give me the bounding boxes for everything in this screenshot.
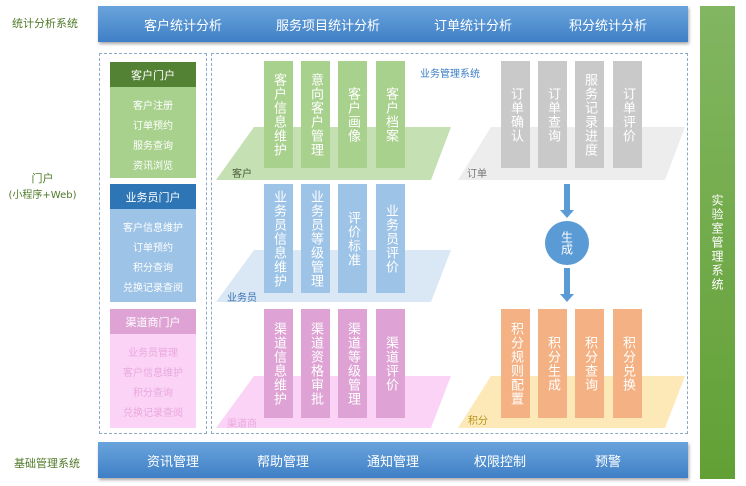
lab-system-bar: 实验室管理系统 (700, 6, 735, 479)
module-pillar[interactable]: 客户画像 (338, 61, 367, 168)
module-pillar[interactable]: 评价标准 (338, 184, 367, 293)
module-pillar[interactable]: 订单评价 (613, 61, 642, 168)
portal-title: 门户 (31, 172, 54, 185)
module-pillar[interactable]: 服务记录进度 (575, 61, 604, 168)
module-pillar[interactable]: 业务员信息维护 (264, 184, 293, 293)
portal-item[interactable]: 服务查询 (133, 141, 173, 152)
portal-item[interactable]: 兑换记录查阅 (123, 283, 183, 294)
flow-arrow-bottom-shaft (564, 268, 570, 294)
portal-container (99, 53, 207, 434)
flow-arrow-bottom-head (560, 294, 574, 302)
base-item[interactable]: 权限控制 (473, 454, 526, 470)
base-item[interactable]: 预警 (594, 454, 621, 470)
customer-layer-label: 客户 (232, 169, 252, 180)
staff-layer-label: 业务员 (227, 293, 257, 304)
module-pillar[interactable]: 渠道信息维护 (264, 309, 293, 418)
base-item[interactable]: 通知管理 (366, 454, 419, 470)
portal-item[interactable]: 订单预约 (133, 121, 173, 132)
stats-item[interactable]: 客户统计分析 (143, 18, 222, 34)
stats-bar: 客户统计分析 服务项目统计分析 订单统计分析 积分统计分析 (98, 6, 688, 42)
module-pillar[interactable]: 渠道评价 (376, 309, 405, 418)
portal-item[interactable]: 积分查询 (133, 388, 173, 399)
portal-item[interactable]: 客户信息维护 (123, 223, 183, 234)
channel-portal-title: 渠道商门户 (110, 309, 196, 334)
stats-system-label: 统计分析系统 (12, 17, 78, 30)
customer-portal: 客户门户 客户注册 订单预约 服务查询 资讯浏览 (110, 62, 196, 178)
module-pillar[interactable]: 订单查询 (538, 61, 567, 168)
base-item[interactable]: 资讯管理 (146, 454, 199, 470)
module-pillar[interactable]: 意向客户管理 (301, 61, 330, 168)
business-system-title: 业务管理系统 (420, 69, 480, 80)
module-pillar[interactable]: 业务员等级管理 (301, 184, 330, 293)
staff-portal-title: 业务员门户 (110, 184, 196, 209)
channel-portal: 渠道商门户 业务员管理 客户信息维护 积分查询 兑换记录查阅 (110, 309, 196, 428)
lab-system-label: 实验室管理系统 (710, 193, 724, 292)
base-item[interactable]: 帮助管理 (256, 454, 309, 470)
channel-layer-label: 渠道商 (227, 419, 257, 430)
flow-arrow-top-head (560, 210, 574, 218)
order-layer-label: 订单 (467, 169, 487, 180)
module-pillar[interactable]: 积分兑换 (613, 309, 642, 418)
portal-item[interactable]: 订单预约 (133, 243, 173, 254)
stats-item[interactable]: 积分统计分析 (568, 18, 647, 34)
generate-node: 生成 (545, 221, 589, 265)
portal-item[interactable]: 客户信息维护 (123, 368, 183, 379)
module-pillar[interactable]: 客户信息维护 (264, 61, 293, 168)
portal-item[interactable]: 积分查询 (133, 263, 173, 274)
portal-item[interactable]: 客户注册 (133, 101, 173, 112)
stats-item[interactable]: 服务项目统计分析 (275, 18, 380, 34)
module-pillar[interactable]: 积分规则配置 (501, 309, 530, 418)
base-bar: 资讯管理 帮助管理 通知管理 权限控制 预警 (98, 442, 688, 478)
points-plane (458, 376, 685, 428)
stats-item[interactable]: 订单统计分析 (433, 18, 512, 34)
base-system-label: 基础管理系统 (14, 457, 80, 470)
module-pillar[interactable]: 业务员评价 (376, 184, 405, 293)
module-pillar[interactable]: 渠道等级管理 (338, 309, 367, 418)
points-layer-label: 积分 (468, 416, 488, 427)
module-pillar[interactable]: 订单确认 (501, 61, 530, 168)
staff-portal: 业务员门户 客户信息维护 订单预约 积分查询 兑换记录查阅 (110, 184, 196, 302)
customer-portal-title: 客户门户 (110, 62, 196, 87)
portal-item[interactable]: 资讯浏览 (133, 161, 173, 172)
flow-arrow-top-shaft (564, 184, 570, 210)
portal-subtitle: (小程序+Web) (8, 190, 77, 201)
module-pillar[interactable]: 积分生成 (538, 309, 567, 418)
module-pillar[interactable]: 渠道资格审批 (301, 309, 330, 418)
portal-item[interactable]: 业务员管理 (128, 348, 178, 359)
portal-label: 门户 (小程序+Web) (0, 170, 85, 201)
order-plane (458, 127, 685, 180)
portal-item[interactable]: 兑换记录查阅 (123, 408, 183, 419)
module-pillar[interactable]: 客户档案 (376, 61, 405, 168)
module-pillar[interactable]: 积分查询 (575, 309, 604, 418)
generate-node-label: 生成 (559, 231, 574, 255)
business-container (211, 53, 688, 434)
